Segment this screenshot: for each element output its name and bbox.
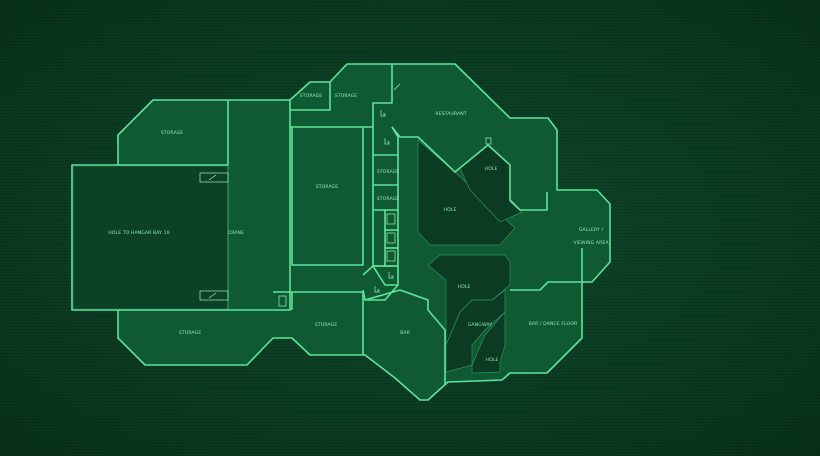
vending-machine-icon: [386, 250, 396, 262]
room-label-bar-dance-floor: BAR / DANCE FLOOR: [529, 321, 578, 327]
room-label-gallery: GALLERY /: [579, 227, 604, 233]
room-label-hangar-hole: HOLE TO HANGAR BAY 10: [108, 230, 169, 236]
interior-walls: [118, 64, 583, 385]
room-label-hole: HOLE: [444, 207, 457, 213]
room-label-storage: STORAGE: [161, 130, 184, 136]
vending-machine-icon: [485, 137, 492, 145]
room-label-storage: STORAGE: [316, 184, 339, 190]
hole-bottom-area: [471, 311, 506, 374]
room-label-storage: STORAGE: [377, 196, 400, 202]
vending-machine-icon: [278, 295, 287, 307]
stairs-icon: [393, 83, 401, 91]
stairs-icon: [199, 290, 229, 301]
room-label-storage: STORAGE: [377, 169, 400, 175]
room-label-storage: STORAGE: [179, 330, 202, 336]
toilet-icon: [374, 286, 380, 293]
toilet-icon: [384, 138, 390, 145]
toilet-icon: [380, 110, 386, 117]
room-label-storage: STORAGE: [335, 93, 358, 99]
room-label-crane: CRANE: [228, 230, 244, 236]
room-label-storage: STORAGE: [300, 93, 323, 99]
stairs-icon: [199, 172, 229, 183]
room-label-storage: STORAGE: [315, 322, 338, 328]
vending-machine-icon: [386, 213, 396, 225]
room-label-viewing-area: VIEWING AREA: [573, 240, 609, 246]
room-label-hole: HOLE: [485, 166, 498, 172]
room-label-restaurant: RESTAURANT: [435, 111, 466, 117]
room-label-bar: BAR: [400, 330, 410, 336]
hangar-hole-area: [72, 165, 229, 310]
vending-machine-icon: [386, 232, 396, 244]
room-label-gangway: GANGWAY: [468, 322, 492, 328]
room-label-hole: HOLE: [486, 357, 499, 363]
toilet-icon: [388, 272, 394, 279]
room-label-hole: HOLE: [458, 284, 471, 290]
